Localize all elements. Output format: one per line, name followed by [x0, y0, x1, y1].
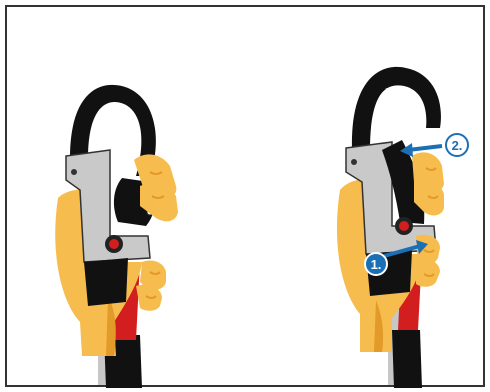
hook-handle-black: [84, 258, 128, 306]
rope-black: [392, 330, 422, 388]
step-2-label: 2.: [452, 138, 463, 153]
step-1-label: 1.: [371, 257, 382, 272]
lock-button-center: [399, 221, 409, 231]
rivet: [71, 169, 77, 175]
lock-button-center: [109, 239, 119, 249]
rivet: [351, 159, 357, 165]
